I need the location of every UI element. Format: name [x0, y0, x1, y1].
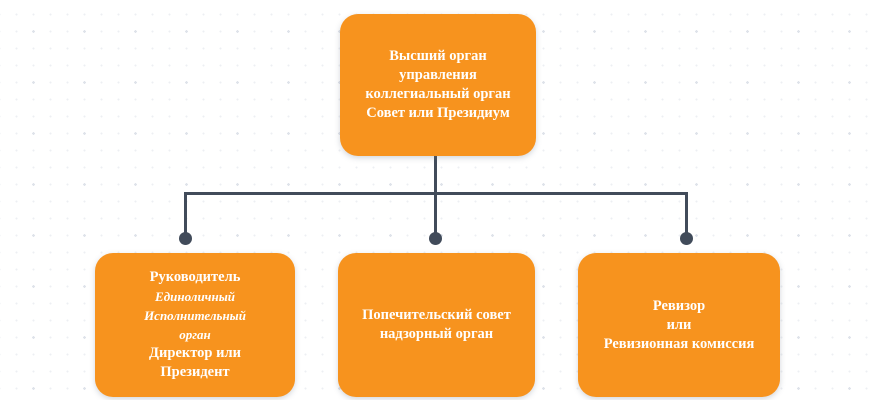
node-text-line: надзорный орган: [379, 326, 494, 342]
junction-dot-left: [179, 232, 192, 245]
node-text-line: Попечительский совет: [362, 307, 511, 323]
node-text-line: Ревизор: [652, 297, 706, 314]
node-text-line: Ревизионная комиссия: [603, 335, 755, 352]
node-text-line: коллегиальный орган: [365, 86, 511, 102]
junction-dot-middle: [429, 232, 442, 245]
node-auditor-commission: Ревизор или Ревизионная комиссия: [578, 253, 780, 397]
node-text-line: Директор или: [149, 345, 241, 361]
node-text-line: или: [666, 316, 692, 333]
node-text-line-italic: Единоличный Исполнительный: [144, 289, 246, 323]
node-leader-executive: Руководитель Единоличный Исполнительный …: [95, 253, 295, 397]
node-text-line-italic: орган: [179, 327, 211, 342]
node-text-line: Совет или Президиум: [366, 105, 510, 121]
junction-dot-right: [680, 232, 693, 245]
node-text-line: Высший орган: [389, 48, 487, 64]
node-trustee-board: Попечительский совет надзорный орган: [338, 253, 535, 397]
node-text-line: Руководитель: [149, 269, 241, 285]
node-supreme-governing-body: Высший орган управления коллегиальный ор…: [340, 14, 536, 156]
node-text-line: управления: [399, 67, 477, 83]
node-text-line: Президент: [160, 364, 230, 380]
